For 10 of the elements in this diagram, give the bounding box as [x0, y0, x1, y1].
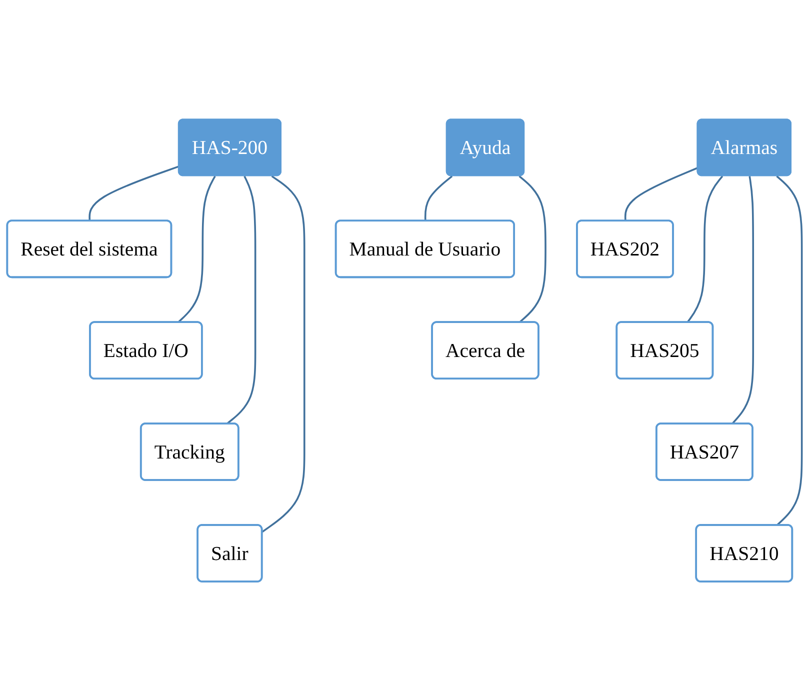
connector	[624, 166, 698, 221]
connector	[424, 175, 453, 221]
connector	[731, 176, 754, 424]
connector	[177, 175, 216, 323]
connector	[262, 175, 306, 532]
connector	[226, 175, 256, 424]
connector	[776, 175, 803, 526]
connector	[88, 165, 180, 221]
connector	[518, 175, 546, 323]
connector	[686, 175, 724, 323]
